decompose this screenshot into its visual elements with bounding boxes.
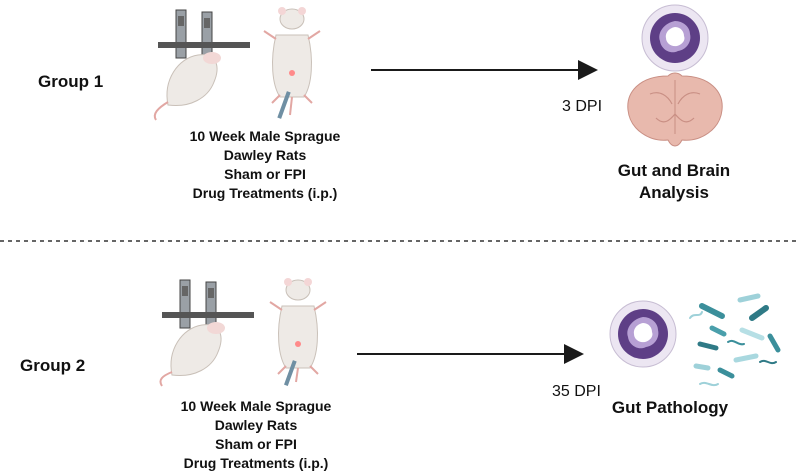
group-1-description: 10 Week Male Sprague Dawley Rats Sham or… (145, 127, 385, 203)
description-line: Dawley Rats (223, 147, 307, 163)
description-line: Sham or FPI (224, 166, 306, 182)
outcome-line: Gut Pathology (611, 398, 729, 417)
group-2-outcome: Gut Pathology (570, 397, 770, 419)
description-line: Drug Treatments (i.p.) (183, 455, 329, 471)
brain-coronal-section-icon (627, 72, 723, 147)
group-1-outcome: Gut and Brain Analysis (574, 160, 774, 204)
group-1-label: Group 1 (38, 72, 104, 91)
stereotaxic-frame-rat-icon (159, 279, 254, 387)
stereotaxic-frame-rat-icon (153, 9, 250, 121)
description-line: Drug Treatments (i.p.) (192, 185, 338, 201)
description-line: 10 Week Male Sprague (180, 398, 332, 414)
outcome-line: Gut and Brain (617, 161, 731, 180)
group-2-timepoint: 35 DPI (552, 383, 601, 400)
gut-cross-section-icon (641, 4, 709, 72)
gut-cross-section-icon (609, 300, 677, 368)
bacteria-icon (689, 293, 781, 387)
description-line: Sham or FPI (215, 436, 297, 452)
outcome-line: Analysis (639, 183, 709, 202)
group-2-label: Group 2 (20, 356, 86, 375)
rat-injection-icon (269, 278, 327, 386)
description-line: 10 Week Male Sprague (189, 128, 341, 144)
group-1-timepoint: 3 DPI (562, 98, 603, 115)
group-2-description: 10 Week Male Sprague Dawley Rats Sham or… (136, 397, 376, 473)
description-line: Dawley Rats (214, 417, 298, 433)
rat-injection-icon (263, 7, 321, 119)
